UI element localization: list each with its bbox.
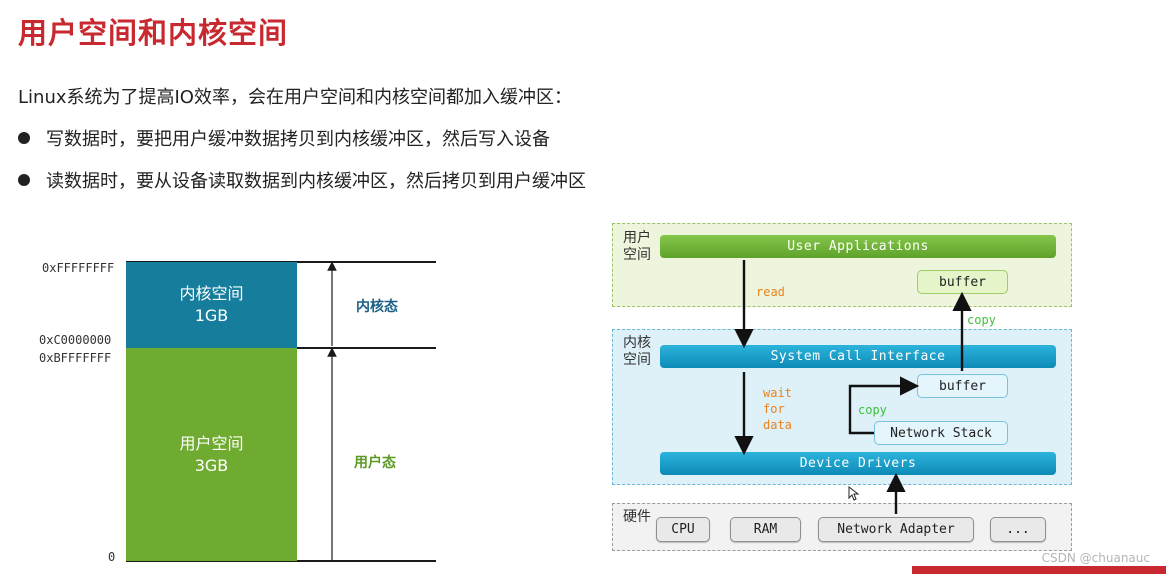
address-kernel-start: 0xC0000000 bbox=[39, 333, 112, 347]
bullet-item-write: 写数据时，要把用户缓冲数据拷贝到内核缓冲区，然后写入设备 bbox=[18, 125, 550, 151]
hardware-network-adapter-box: Network Adapter bbox=[818, 517, 974, 542]
bullet-text-write: 写数据时，要把用户缓冲数据拷贝到内核缓冲区，然后写入设备 bbox=[46, 129, 550, 150]
hardware-cpu-box: CPU bbox=[656, 517, 710, 542]
user-zone-label: 用户空间 bbox=[623, 230, 651, 263]
bullet-item-read: 读数据时，要从设备读取数据到内核缓冲区，然后拷贝到用户缓冲区 bbox=[18, 167, 586, 193]
bottom-red-strip bbox=[912, 566, 1166, 574]
address-zero: 0 bbox=[108, 550, 116, 564]
user-applications-bar: User Applications bbox=[660, 235, 1056, 258]
address-top: 0xFFFFFFFF bbox=[42, 261, 115, 275]
hardware-more-box: ... bbox=[990, 517, 1046, 542]
intro-text: Linux系统为了提高IO效率，会在用户空间和内核空间都加入缓冲区： bbox=[18, 87, 572, 108]
kernel-space-block: 内核空间 1GB bbox=[126, 262, 297, 348]
user-space-size: 3GB bbox=[194, 455, 229, 475]
address-user-end: 0xBFFFFFFF bbox=[39, 351, 112, 365]
bullet-dot-icon bbox=[18, 174, 30, 186]
copy-label-lower: copy bbox=[858, 403, 887, 417]
wait-for-data-label: wait for data bbox=[763, 386, 792, 432]
kernel-space-size: 1GB bbox=[194, 306, 229, 325]
read-label: read bbox=[756, 285, 785, 299]
copy-label-upper: copy bbox=[967, 313, 996, 327]
kernel-space-name: 内核空间 bbox=[179, 284, 244, 303]
device-drivers-bar: Device Drivers bbox=[660, 452, 1056, 475]
kernel-mode-label: 内核态 bbox=[356, 299, 398, 315]
system-call-interface-bar: System Call Interface bbox=[660, 345, 1056, 368]
page-title: 用户空间和内核空间 bbox=[18, 16, 289, 50]
user-mode-label: 用户态 bbox=[354, 455, 396, 471]
bullet-dot-icon bbox=[18, 132, 30, 144]
mouse-cursor-icon bbox=[848, 486, 860, 501]
user-space-block: 用户空间 3GB bbox=[126, 348, 297, 561]
watermark-text: CSDN @chuanauc bbox=[1041, 551, 1150, 565]
boundary-line-bottom bbox=[126, 560, 436, 562]
hardware-ram-box: RAM bbox=[730, 517, 801, 542]
kernel-buffer-box: buffer bbox=[917, 374, 1008, 398]
bullet-text-read: 读数据时，要从设备读取数据到内核缓冲区，然后拷贝到用户缓冲区 bbox=[46, 171, 586, 192]
mode-arrows bbox=[327, 261, 337, 560]
kernel-zone-label: 内核空间 bbox=[623, 335, 651, 368]
user-buffer-box: buffer bbox=[917, 270, 1008, 294]
hardware-zone-label: 硬件 bbox=[623, 509, 651, 525]
user-space-name: 用户空间 bbox=[179, 433, 244, 453]
network-stack-box: Network Stack bbox=[874, 421, 1008, 445]
